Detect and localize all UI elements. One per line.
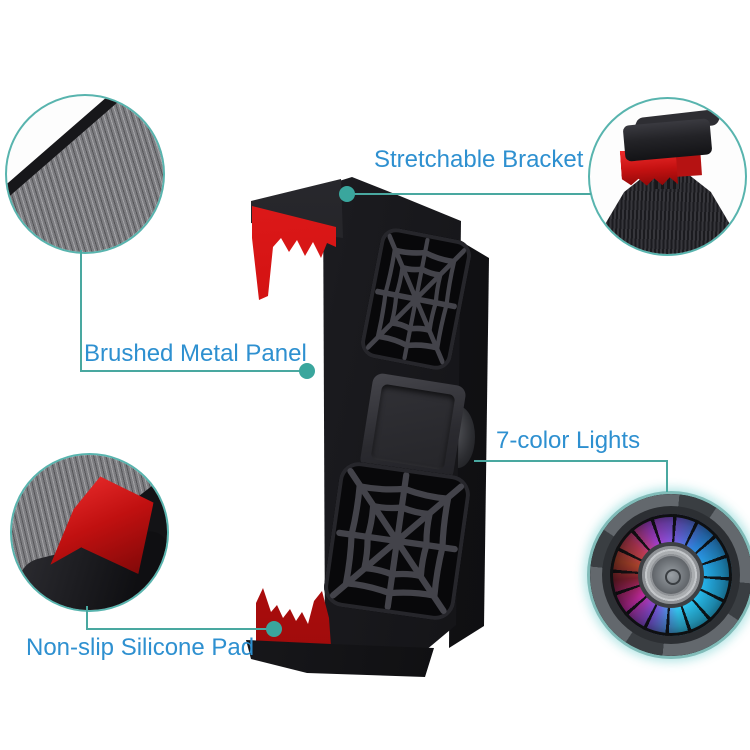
stretchable-bracket-label: Stretchable Bracket (374, 146, 584, 173)
stretchable-bracket-anchor-dot (339, 186, 355, 202)
silicone-pad-leader-line-vertical (86, 606, 88, 630)
fan-hub (638, 542, 704, 608)
non-slip-silicone-pad-label: Non-slip Silicone Pad (26, 634, 255, 661)
stretchable-bracket-leader-line (347, 193, 591, 195)
rgb-fan-detail-circle (587, 491, 750, 659)
brushed-metal-anchor-dot (299, 363, 315, 379)
silicone-pad-leader-line-horizontal (86, 628, 274, 630)
seven-color-lights-leader-line-horizontal (474, 460, 668, 462)
product-top-vent-grille (358, 225, 474, 373)
brushed-metal-texture (7, 96, 163, 252)
silicone-pad-detail-circle (10, 453, 169, 612)
brushed-metal-panel-label: Brushed Metal Panel (84, 340, 307, 367)
silicone-pad-anchor-dot (266, 621, 282, 637)
brushed-metal-leader-line-vertical (80, 250, 82, 372)
brushed-metal-leader-line-horizontal (80, 370, 307, 372)
bracket-detail-circle (588, 97, 747, 256)
brushed-metal-detail-circle (5, 94, 165, 254)
seven-color-lights-leader-line-vertical (666, 460, 668, 492)
vent-grille-web-icon (329, 467, 465, 615)
seven-color-lights-label: 7-color Lights (496, 427, 641, 454)
product-bottom-vent-grille (321, 459, 473, 623)
vent-grille-web-icon (366, 233, 466, 365)
product-middle-panel-recess (370, 383, 456, 471)
fan-logo-icon (665, 569, 681, 585)
